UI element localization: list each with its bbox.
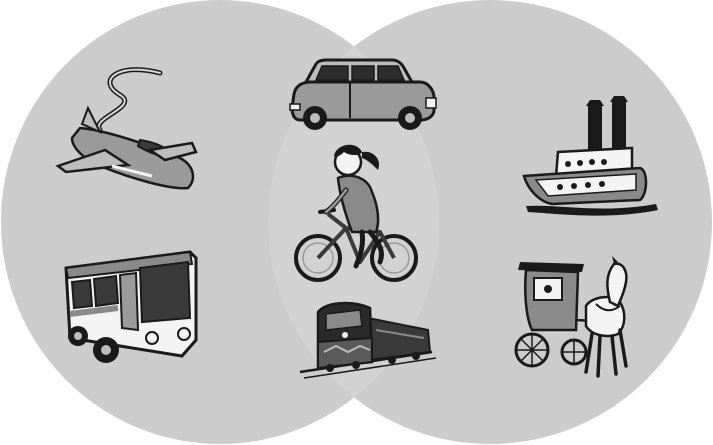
venn-diagram-svg	[0, 0, 713, 445]
venn-diagram	[0, 0, 713, 445]
